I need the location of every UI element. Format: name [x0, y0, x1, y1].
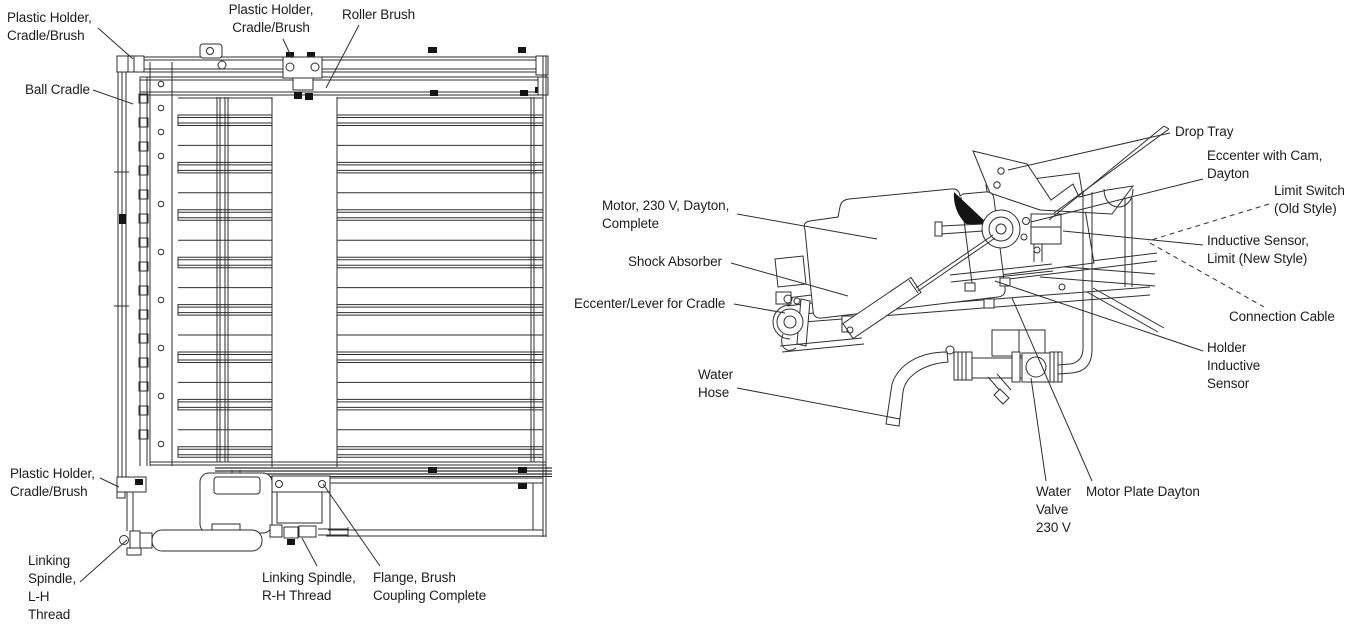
- plastic-holder-bracket-top: [283, 52, 322, 100]
- label-shock-absorber: Shock Absorber: [628, 254, 722, 269]
- cam-wedge: [953, 192, 988, 224]
- rack-slats: [139, 81, 543, 462]
- label-motor-plate: Motor Plate Dayton: [1086, 484, 1200, 499]
- water-valve-assembly: [946, 330, 1092, 404]
- roller-brush-band: [272, 97, 337, 467]
- rack-front-view: [80, 25, 552, 582]
- ball-cradle-rail: [114, 72, 129, 478]
- label-plastic-holder-bottom-left: Plastic Holder, Cradle/Brush: [10, 466, 95, 499]
- hanger-tab: [200, 44, 222, 58]
- label-holder-inductive: Holder Inductive Sensor: [1207, 340, 1261, 391]
- label-inductive-sensor: Inductive Sensor, Limit (New Style): [1207, 233, 1309, 266]
- eccenter: [935, 210, 1030, 248]
- top-rail: [117, 44, 548, 75]
- flange-plate: [272, 476, 330, 492]
- lower-frame-beam: [326, 478, 546, 536]
- frame-posts: [1083, 189, 1133, 350]
- label-motor-230v: Motor, 230 V, Dayton, Complete: [602, 198, 730, 231]
- label-flange-brush-coupling: Flange, Brush Coupling Complete: [373, 570, 487, 603]
- label-connection-cable: Connection Cable: [1229, 309, 1335, 324]
- left-view-leaders: [80, 25, 380, 582]
- connection-cable-line: [1049, 126, 1169, 220]
- label-roller-brush: Roller Brush: [342, 7, 416, 22]
- label-limit-switch: Limit Switch (Old Style): [1274, 183, 1345, 216]
- motor-base-plate: [950, 264, 1053, 291]
- label-plastic-holder-top-center: Plastic Holder, Cradle/Brush: [228, 2, 314, 35]
- right-view-leaders: [731, 133, 1269, 481]
- drop-tray-plate: [973, 151, 1133, 214]
- label-eccenter-lever: Eccenter/Lever for Cradle: [574, 296, 726, 311]
- label-linking-spindle-lh: Linking Spindle, L-H Thread: [28, 553, 76, 622]
- label-eccenter-cam: Eccenter with Cam, Dayton: [1207, 148, 1323, 181]
- label-plastic-holder-top-left: Plastic Holder, Cradle/Brush: [7, 10, 92, 43]
- linking-spindle: [152, 530, 262, 551]
- upper-rail-2: [140, 77, 548, 96]
- cradle-lever: [773, 292, 864, 352]
- brush-coupling: [277, 492, 322, 523]
- shock-absorber-cylinder: [843, 235, 995, 339]
- label-linking-spindle-rh: Linking Spindle, R-H Thread: [262, 570, 356, 603]
- motor-assembly-side-view: [731, 126, 1269, 481]
- label-water-valve: Water Valve 230 V: [1036, 484, 1072, 535]
- bottom-rail: [150, 462, 552, 489]
- limit-switch-box: [1031, 214, 1061, 262]
- label-ball-cradle: Ball Cradle: [25, 82, 90, 97]
- water-hose-tube: [886, 352, 948, 426]
- label-water-hose: Water Hose: [698, 367, 734, 400]
- brush-drive-assembly: [117, 470, 348, 555]
- label-drop-tray: Drop Tray: [1175, 124, 1234, 139]
